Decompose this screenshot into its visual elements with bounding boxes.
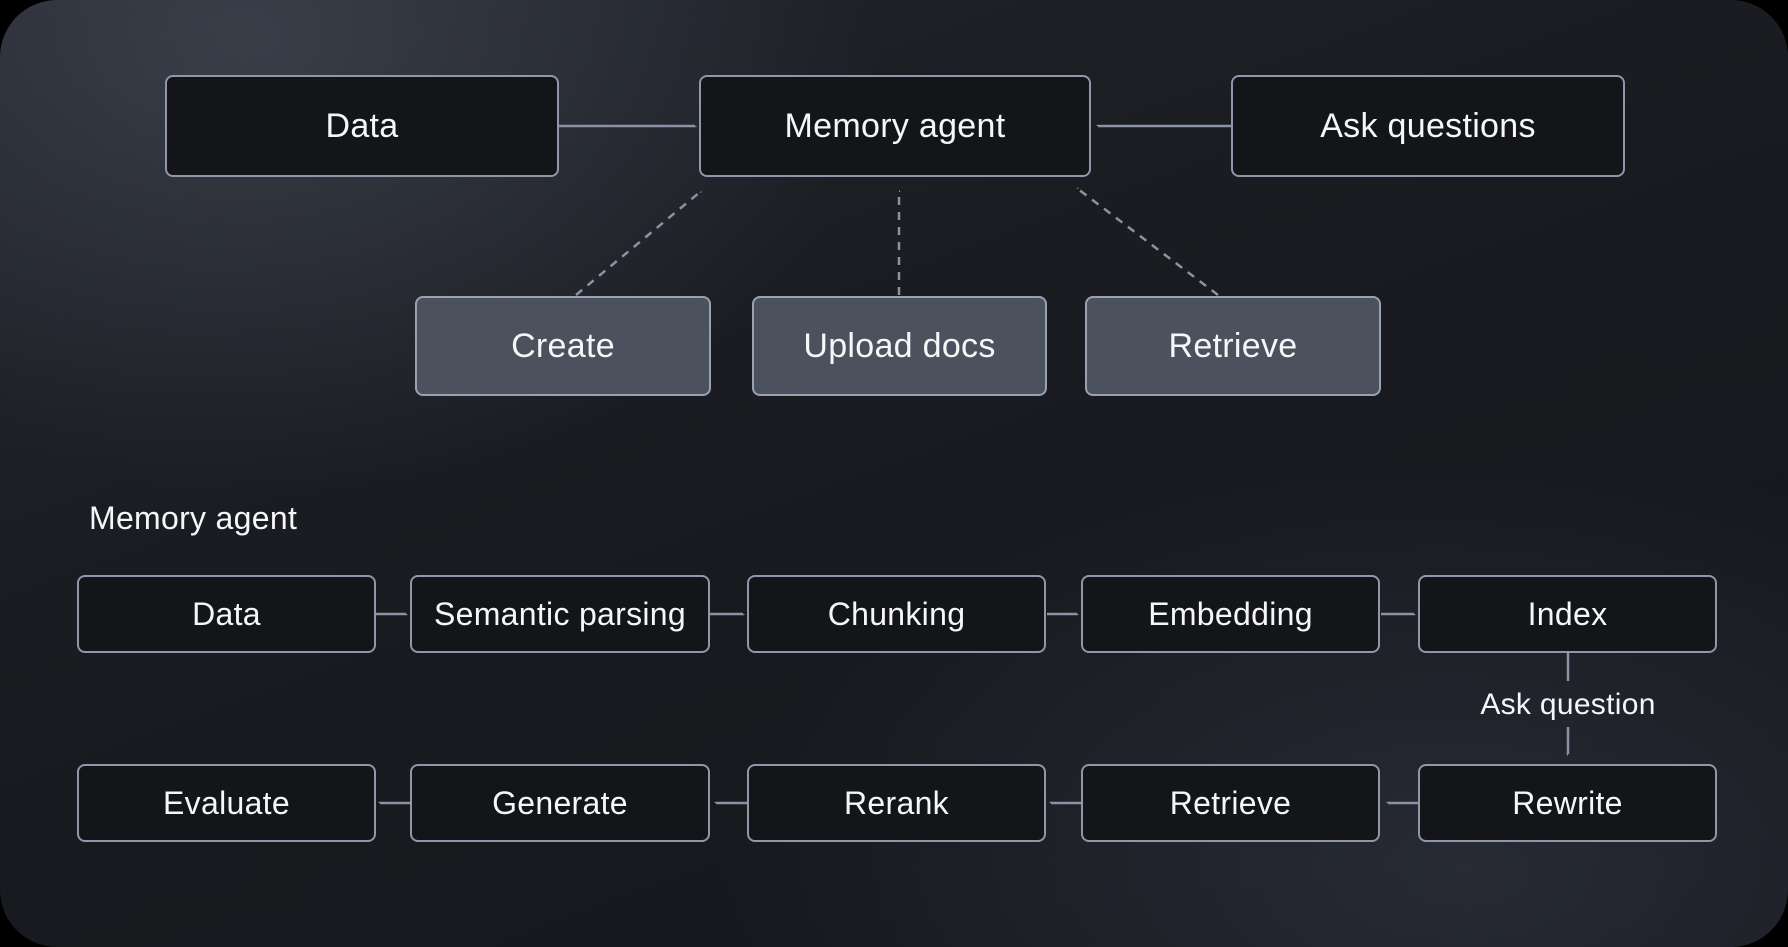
node-semantic-parsing: Semantic parsing xyxy=(410,575,710,653)
node-retrieve: Retrieve xyxy=(1081,764,1380,842)
node-memory-agent: Memory agent xyxy=(699,75,1091,177)
section-title-memory-agent: Memory agent xyxy=(89,500,298,536)
node-chunking: Chunking xyxy=(747,575,1046,653)
node-embedding: Embedding xyxy=(1081,575,1380,653)
node-pipeline-data: Data xyxy=(77,575,376,653)
node-index: Index xyxy=(1418,575,1717,653)
node-create: Create xyxy=(415,296,711,396)
node-rewrite: Rewrite xyxy=(1418,764,1717,842)
edge-retrieve-to-memory-agent xyxy=(1078,189,1219,296)
edge-create-to-memory-agent xyxy=(575,192,700,296)
node-ask-questions: Ask questions xyxy=(1231,75,1625,177)
node-upload-docs: Upload docs xyxy=(752,296,1047,396)
node-retrieve-action: Retrieve xyxy=(1085,296,1381,396)
node-evaluate: Evaluate xyxy=(77,764,376,842)
branch-label-ask-question: Ask question xyxy=(1480,688,1656,721)
node-data-input: Data xyxy=(165,75,559,177)
node-rerank: Rerank xyxy=(747,764,1046,842)
node-generate: Generate xyxy=(410,764,710,842)
